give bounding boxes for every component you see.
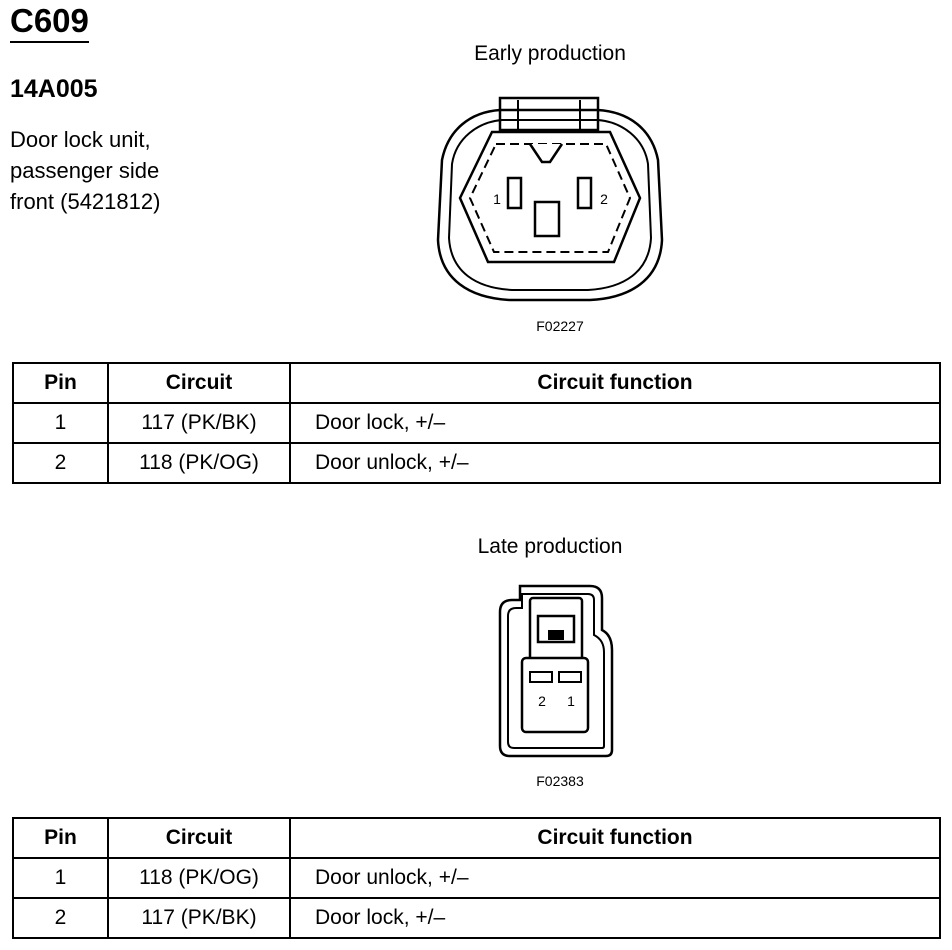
header-pin: Pin [12, 817, 109, 859]
function-cell: Door lock, +/– [289, 402, 941, 444]
connector-id: C609 [10, 2, 89, 43]
early-figure-code: F02227 [536, 318, 584, 334]
early-production-caption: Early production [474, 42, 626, 65]
function-cell: Door unlock, +/– [289, 442, 941, 484]
table-header-row: Pin Circuit Circuit function [12, 817, 941, 859]
function-cell: Door unlock, +/– [289, 857, 941, 899]
circuit-cell: 117 (PK/BK) [107, 402, 291, 444]
circuit-cell: 118 (PK/OG) [107, 442, 291, 484]
part-number: 14A005 [10, 75, 98, 103]
function-cell: Door lock, +/– [289, 897, 941, 939]
pin-cell: 1 [12, 402, 109, 444]
description-line-2: passenger side [10, 158, 160, 183]
circuit-cell: 117 (PK/BK) [107, 897, 291, 939]
late-pin-table: Pin Circuit Circuit function 1 118 (PK/O… [12, 817, 941, 939]
table-row: 1 117 (PK/BK) Door lock, +/– [12, 402, 941, 444]
late-pin-label-2: 2 [538, 693, 546, 709]
header-pin: Pin [12, 362, 109, 404]
header-circuit: Circuit [107, 362, 291, 404]
table-header-row: Pin Circuit Circuit function [12, 362, 941, 404]
early-pin-table: Pin Circuit Circuit function 1 117 (PK/B… [12, 362, 941, 484]
header-circuit-function: Circuit function [289, 817, 941, 859]
header-circuit: Circuit [107, 817, 291, 859]
description-line-1: Door lock unit, [10, 127, 151, 152]
early-pin-label-1: 1 [493, 191, 501, 207]
table-row: 1 118 (PK/OG) Door unlock, +/– [12, 857, 941, 899]
early-pin-label-2: 2 [600, 191, 608, 207]
header-circuit-function: Circuit function [289, 362, 941, 404]
pin-cell: 2 [12, 897, 109, 939]
description-line-3: front (5421812) [10, 189, 161, 214]
early-connector-diagram: 1 2 [436, 96, 664, 302]
late-production-caption: Late production [477, 535, 623, 558]
late-figure-code: F02383 [536, 773, 584, 789]
pin-cell: 2 [12, 442, 109, 484]
table-row: 2 118 (PK/OG) Door unlock, +/– [12, 442, 941, 484]
late-pin-label-1: 1 [567, 693, 575, 709]
pin-cell: 1 [12, 857, 109, 899]
circuit-cell: 118 (PK/OG) [107, 857, 291, 899]
late-connector-diagram: 2 1 [498, 584, 614, 758]
table-row: 2 117 (PK/BK) Door lock, +/– [12, 897, 941, 939]
